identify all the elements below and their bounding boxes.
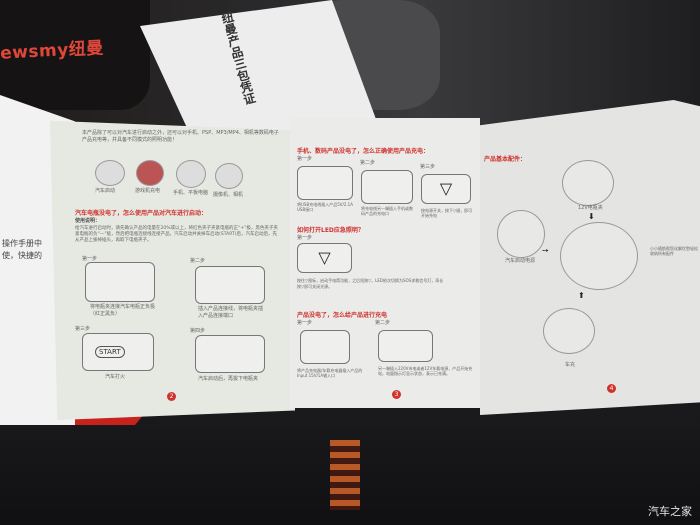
- icon-label: 手机、平板电脑: [173, 190, 209, 196]
- section-heading: 手机、数码产品没电了，怎么正确使用产品充电：: [297, 148, 430, 155]
- step-label: 第三步: [75, 326, 91, 332]
- step4-illustration: [195, 335, 265, 373]
- accessory-label: 12V电瓶夹: [578, 205, 603, 211]
- step-label: 第二步: [190, 258, 206, 264]
- led-caption: 按住▽图标，启动手电筒功能，之后短按▽，LED依次切换为SOS求救信号灯，再长按…: [297, 278, 444, 289]
- step-label: 第三步: [420, 164, 436, 170]
- camera-image: [215, 163, 243, 189]
- watermark: 汽车之家: [648, 505, 692, 518]
- step-caption: 将电瓶夹连接汽车电瓶正负极（红正黑负）: [90, 304, 156, 317]
- step-caption: 将充电线另一端插入手机或数码产品的充电口: [361, 206, 413, 216]
- step-caption: 按电源开关，按下▽键，即可开始充电: [421, 208, 473, 218]
- icon-label: 游戏机充电: [135, 188, 161, 194]
- arrow-down-icon: ⬇: [588, 212, 595, 221]
- section-heading: 产品没电了，怎么给产品进行充电: [297, 312, 388, 319]
- input-port-illustration: [300, 330, 350, 364]
- tool-bag: [0, 0, 150, 110]
- page-number: 3: [392, 390, 401, 399]
- warranty-card: [140, 0, 380, 130]
- accessory-label: 车充: [565, 362, 576, 368]
- step-label: 第二步: [375, 320, 391, 326]
- usb-port-illustration: [297, 166, 353, 200]
- car-charger-image: [543, 308, 595, 354]
- start-button-illustration: START: [95, 346, 125, 358]
- step3-illustration: [82, 333, 154, 371]
- step-caption: 插入产品连接线，将电瓶夹插入产品连接端口: [198, 306, 264, 319]
- step1-illustration: [85, 262, 155, 302]
- step-label: 第一步: [82, 256, 98, 262]
- instructions-text: 给汽车进行启动时，请先确认产品的电量在20%或以上，将红色夹子夹紧电瓶的正“+”…: [75, 226, 278, 243]
- triangle-button-icon: ▽: [297, 243, 352, 273]
- step-label: 第二步: [360, 160, 376, 166]
- step2-illustration: [195, 266, 265, 304]
- orange-strap: [330, 440, 360, 510]
- game-console-image: [136, 160, 164, 186]
- section-heading: 如何打开LED应急照明？: [297, 227, 364, 234]
- section-heading: 产品基本配件：: [484, 156, 527, 163]
- step-caption: 汽车启动后，再拔下电瓶夹: [198, 376, 259, 382]
- icon-label: 汽车启动: [95, 188, 116, 194]
- step-label: 第一步: [297, 320, 313, 326]
- battery-clamp-image: [562, 160, 614, 206]
- triangle-button-icon: ▽: [421, 174, 471, 204]
- step-label: 第一步: [297, 235, 313, 241]
- step-label: 第四步: [190, 328, 206, 334]
- step-caption: 另一端插入220V市电或者12V车载电源，产品开始充电，电量指示灯显示状态，表示…: [378, 366, 473, 376]
- step-caption: 汽车打火: [105, 374, 126, 380]
- page-number: 2: [167, 392, 176, 401]
- left-page-text: 使，快捷的: [2, 251, 42, 260]
- step-caption: 将USB充电线插入产品5V/2.1A USB接口: [297, 202, 353, 212]
- intro-text: 本产品除了可以对汽车进行启动之外，还可以对手机、PSP、MP3/MP4、相机等数…: [82, 130, 279, 143]
- page-number: 4: [607, 384, 616, 393]
- storage-case-image: [560, 222, 638, 290]
- subheading: 使用说明：: [75, 218, 101, 224]
- left-page-text: 操作手册中: [2, 239, 42, 248]
- car-image: [95, 160, 125, 186]
- phone-image: [176, 160, 206, 188]
- side-note: 小小随航帮您化解忧愁轻松收纳所有配件: [650, 246, 698, 256]
- accessory-label: 汽车启动电源: [505, 258, 536, 264]
- icon-label: 摄像机、相机: [213, 192, 244, 198]
- charger-illustration: [378, 330, 433, 362]
- step-caption: 将产品充电器/车载充电器插入产品的Input 15V/1A输入口: [297, 368, 363, 378]
- arrow-up-icon: ⬆: [578, 291, 585, 300]
- phone-charge-illustration: [361, 170, 413, 204]
- section-heading: 汽车电瓶没电了，怎么使用产品对汽车进行启动：: [75, 210, 208, 217]
- step-label: 第一步: [297, 156, 313, 162]
- jump-starter-image: [497, 210, 545, 258]
